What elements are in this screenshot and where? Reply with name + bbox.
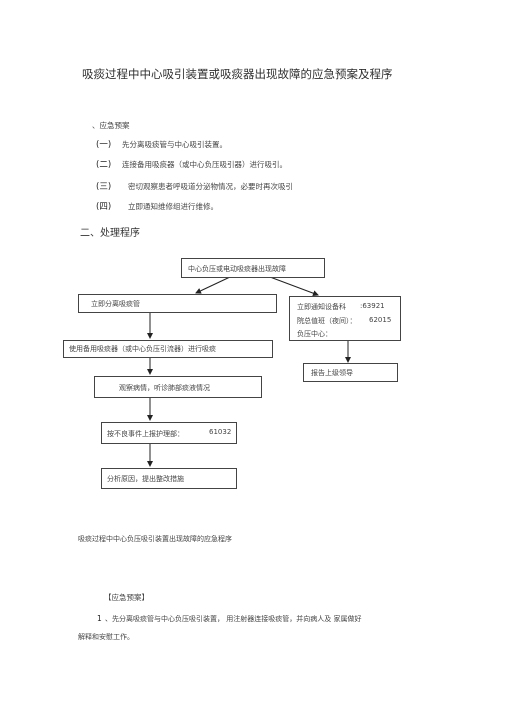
flowchart-caption: 吸痰过程中中心负压吸引装置出现故障的应急程序: [78, 535, 232, 543]
item2-num: (二): [96, 160, 112, 170]
page-title: 吸痰过程中中心吸引装置或吸痰器出现故障的应急预案及程序: [82, 67, 393, 81]
item4-num: (四): [96, 202, 112, 212]
flow-box-notify: 立即通知设备科 :63921 院总值班（夜间）： 62015 负压中心：: [289, 296, 401, 341]
flow-box-backup: 使用备用吸痰器（或中心负压引流器）进行吸痰: [63, 340, 273, 358]
item3-text: 密切观察患者呼吸道分泌物情况，必要时再次吸引: [128, 182, 293, 191]
flow-box-report: 报告上级领导: [303, 363, 398, 382]
flow-box-observe: 观察病情，听诊肺部痰液情况: [94, 376, 262, 398]
plan-item-text-line2: 解释和安慰工作。: [78, 633, 134, 641]
flow-box-fault: 中心负压或电动吸痰器出现故障: [181, 258, 325, 278]
section1-heading: 、应急预案: [92, 121, 130, 130]
plan-item-num: 1: [97, 614, 102, 623]
plan-heading: 【应急预案】: [104, 593, 149, 602]
arrow-top-to-right: [269, 276, 319, 297]
item3-num: (三): [96, 182, 112, 192]
flow-box-adverse: 按不良事件上报护理部： 61032: [101, 422, 237, 444]
plan-item-text-line1: 、先分离吸痰管与中心负压吸引装置， 用注射器连接吸痰管，并向病人及 家属做好: [105, 615, 362, 623]
flow-box-separate: 立即分离吸痰管: [78, 294, 277, 313]
item4-text: 立即通知维修组进行维修。: [128, 202, 218, 211]
item2-text: 连接备用吸痰器（或中心负压吸引器）进行吸引。: [122, 160, 287, 169]
flow-box-analyze: 分析原因，提出整改措施: [101, 468, 237, 489]
item1-num: (一): [96, 140, 112, 150]
item1-text: 先分离吸痰管与中心吸引装置。: [122, 140, 227, 149]
arrow-top-to-left: [195, 276, 231, 294]
section2-heading: 二、处理程序: [80, 228, 140, 239]
